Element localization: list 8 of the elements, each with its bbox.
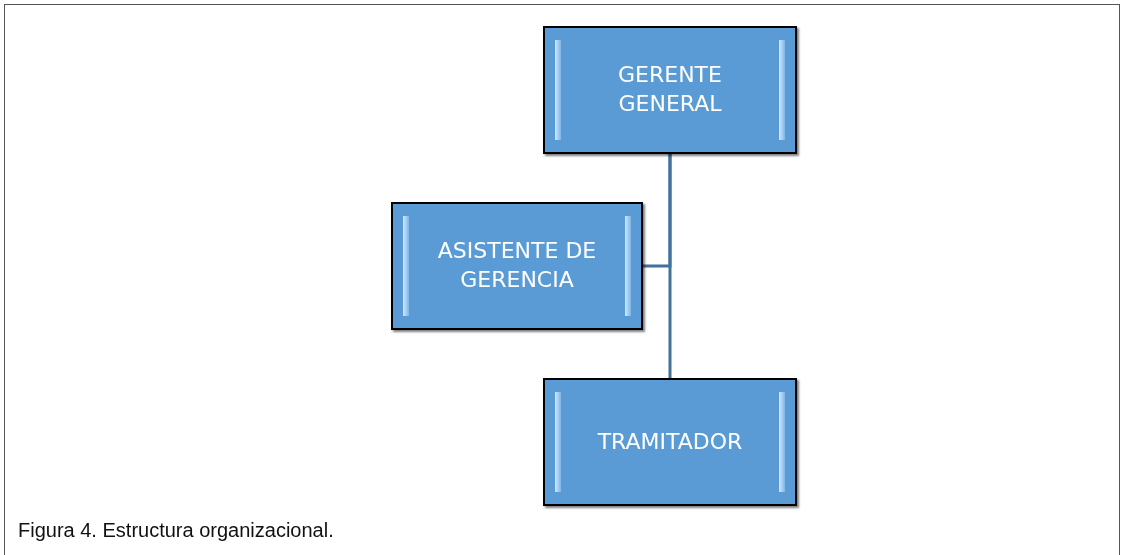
figure-caption: Figura 4. Estructura organizacional. (18, 519, 334, 542)
position-box (543, 26, 797, 154)
position-title: GERENTE GENERAL (617, 61, 723, 118)
connector-line (668, 154, 672, 378)
position-box (391, 202, 643, 330)
position-title: TRAMITADOR (597, 427, 743, 456)
position-box (543, 378, 797, 506)
position-title: ASISTENTE DE GERENCIA (436, 237, 598, 294)
